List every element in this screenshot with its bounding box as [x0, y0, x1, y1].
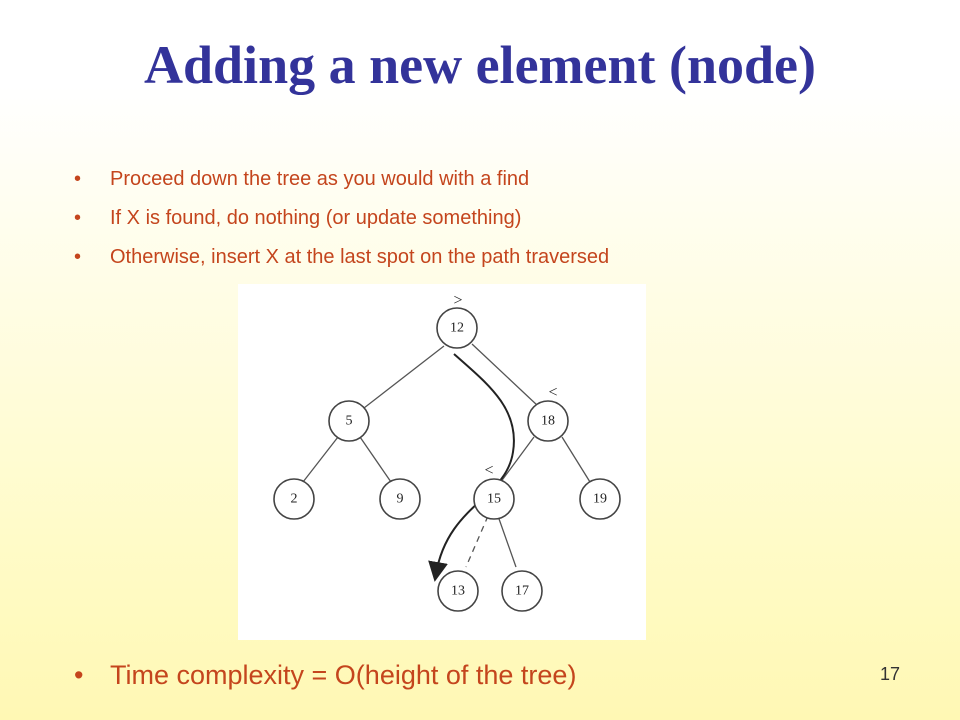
tree-node: 18 [527, 400, 569, 442]
bullet-text: Time complexity = O(height of the tree) [110, 660, 577, 690]
comparison-marker: < [484, 462, 493, 479]
search-path-arrow [428, 353, 515, 582]
bullet-item: • Proceed down the tree as you would with… [70, 160, 609, 199]
tree-edges [302, 343, 591, 568]
tree-svg: > < < 12 5 18 2 9 15 19 [273, 292, 621, 612]
bullet-dot: • [74, 207, 82, 229]
node-label: 5 [346, 414, 353, 429]
node-label: 15 [487, 492, 501, 507]
edge-5-9 [359, 436, 392, 483]
edge-18-15 [499, 436, 535, 484]
bullet-list: • Proceed down the tree as you would with… [70, 160, 609, 277]
time-complexity-bullet: • Time complexity = O(height of the tree) [70, 655, 576, 695]
edge-18-19 [561, 436, 591, 483]
bullet-text: If X is found, do nothing (or update som… [110, 207, 522, 229]
page-number: 17 [880, 664, 901, 684]
bst-insertion-diagram: > < < 12 5 18 2 9 15 19 [238, 284, 646, 640]
bullet-dot: • [74, 660, 84, 690]
bullet-text: Otherwise, insert X at the last spot on … [110, 246, 610, 268]
node-label: 18 [541, 414, 555, 429]
tree-node: 2 [273, 478, 315, 520]
tree-node: 9 [379, 478, 421, 520]
edge-15-13-dashed [465, 515, 489, 568]
edge-12-5 [363, 345, 445, 409]
node-label: 2 [291, 492, 298, 507]
bullet-dot: • [74, 168, 82, 190]
comparison-marker: < [548, 384, 557, 401]
bullet-text: Proceed down the tree as you would with … [110, 168, 530, 190]
node-label: 19 [593, 492, 607, 507]
tree-node: 19 [579, 478, 621, 520]
tree-node: 17 [501, 570, 543, 612]
node-label: 13 [451, 584, 465, 599]
comparison-marker: > [453, 292, 462, 309]
tree-node: 15 [473, 478, 515, 520]
slide-title: Adding a new element (node) [144, 35, 816, 95]
tree-node: 12 [436, 307, 478, 349]
edge-5-2 [302, 436, 339, 483]
bullet-dot: • [74, 246, 82, 268]
tree-node: 5 [328, 400, 370, 442]
node-label: 17 [515, 584, 529, 599]
node-label: 9 [397, 492, 404, 507]
tree-node: 13 [437, 570, 479, 612]
edge-12-18 [471, 343, 539, 407]
node-label: 12 [450, 321, 464, 336]
bullet-item: • Otherwise, insert X at the last spot on… [70, 238, 609, 277]
edge-15-17 [497, 515, 517, 568]
bullet-item: • If X is found, do nothing (or update so… [70, 199, 609, 238]
